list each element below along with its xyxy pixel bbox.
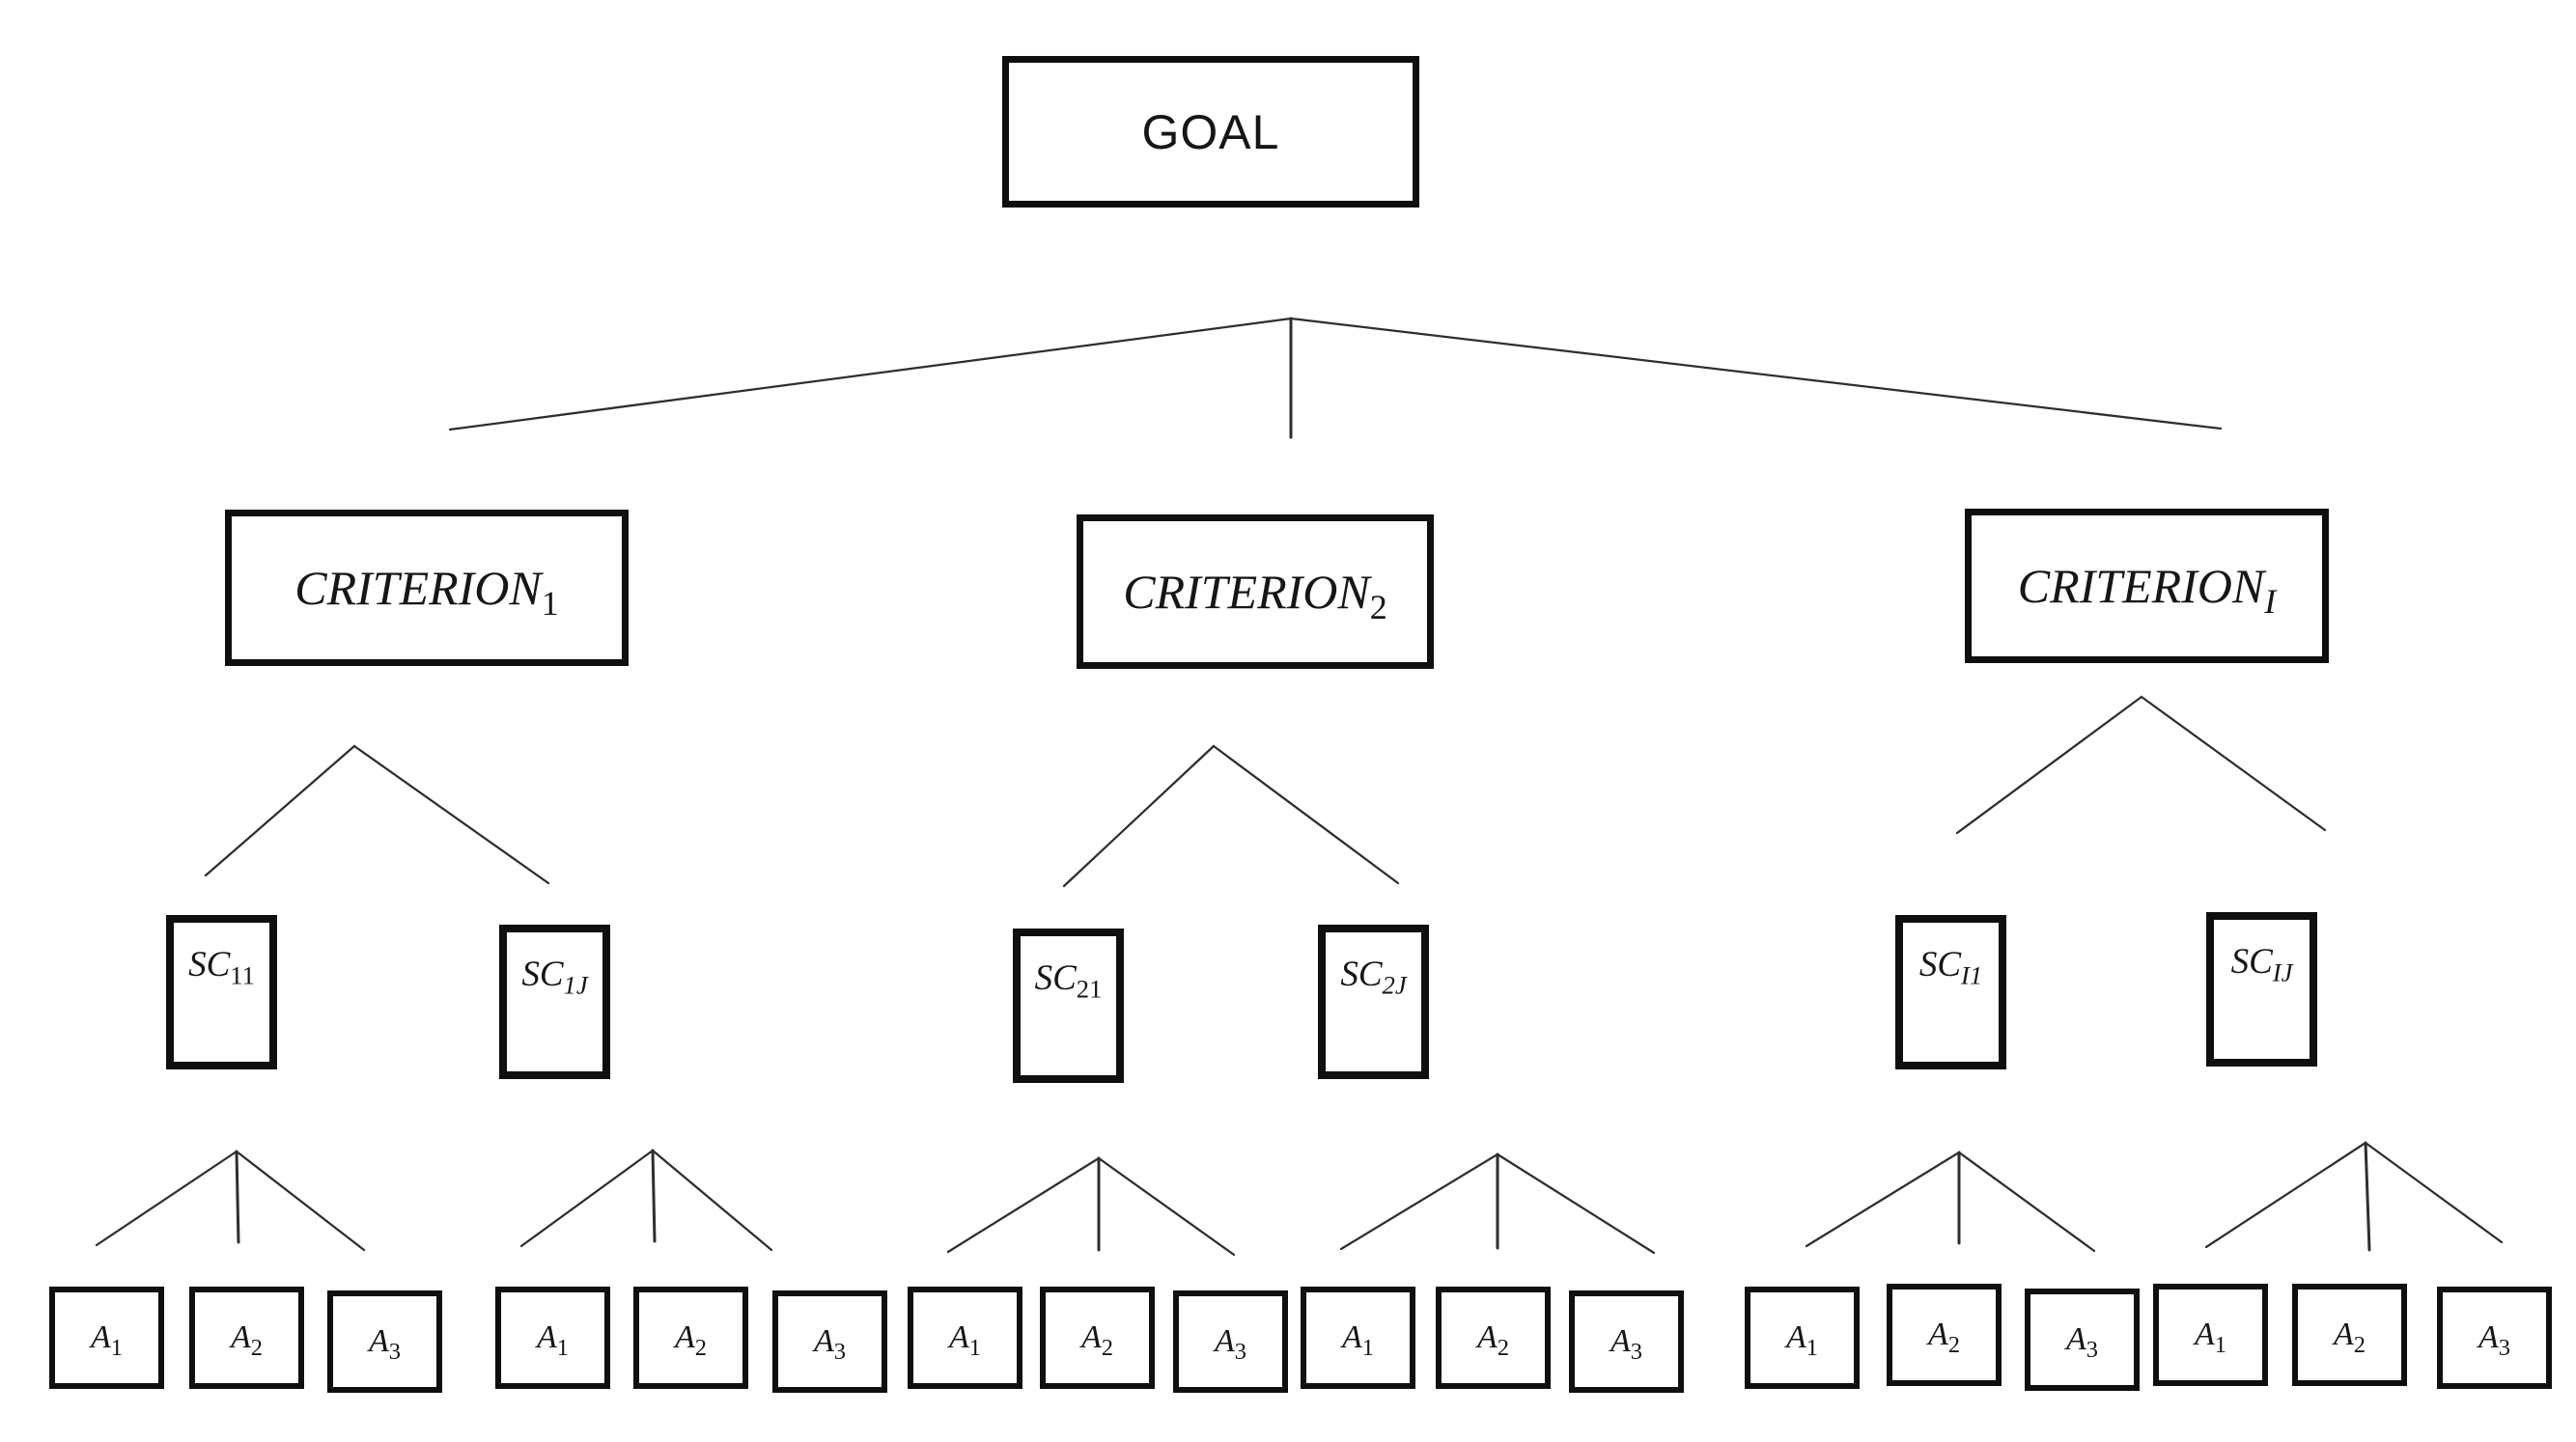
alternative-box: A3 bbox=[1569, 1290, 1684, 1393]
subcriterion-i1-box: SCI1 bbox=[1895, 915, 2006, 1069]
alternative-label: A2 bbox=[2333, 1317, 2366, 1358]
alternative-label: A1 bbox=[1341, 1319, 1374, 1361]
alternative-box: A1 bbox=[2153, 1284, 2268, 1386]
alternative-label: A2 bbox=[1927, 1317, 1960, 1358]
subcriterion-i1-label: SCI1 bbox=[1918, 945, 1983, 990]
alternative-box: A1 bbox=[908, 1287, 1022, 1389]
alternative-box: A1 bbox=[49, 1287, 164, 1389]
connector-goal-to-criteria bbox=[448, 317, 2223, 439]
subcriterion-1j-box: SC1J bbox=[499, 925, 610, 1079]
alternative-box: A2 bbox=[1436, 1287, 1551, 1389]
criterion-i-box: CRITERIONI bbox=[1965, 509, 2329, 663]
alternative-label: A3 bbox=[813, 1323, 846, 1365]
connector-sc21-to-alternatives bbox=[946, 1156, 1236, 1257]
alternative-label: A3 bbox=[2478, 1319, 2510, 1361]
alternative-box: A2 bbox=[633, 1287, 748, 1389]
alternative-box: A2 bbox=[2292, 1284, 2407, 1386]
alternative-box: A3 bbox=[1173, 1290, 1288, 1393]
goal-label: GOAL bbox=[1141, 104, 1280, 159]
connector-criterion1-to-subcriteria bbox=[204, 744, 550, 885]
criterion-1-box: CRITERION1 bbox=[225, 510, 629, 666]
connector-sci1-to-alternatives bbox=[1805, 1151, 2096, 1253]
alternative-label: A3 bbox=[1610, 1323, 1642, 1365]
subcriterion-ij-box: SCIJ bbox=[2206, 912, 2317, 1067]
alternative-label: A2 bbox=[1476, 1319, 1509, 1361]
alternative-box: A2 bbox=[189, 1287, 304, 1389]
alternative-box: A2 bbox=[1887, 1284, 2002, 1386]
subcriterion-11-label: SC11 bbox=[188, 945, 255, 990]
connector-sc1j-to-alternatives bbox=[519, 1149, 773, 1252]
alternative-box: A2 bbox=[1040, 1287, 1155, 1389]
alternative-box: A3 bbox=[327, 1290, 442, 1393]
alternative-label: A1 bbox=[1785, 1319, 1818, 1361]
alternative-label: A3 bbox=[1214, 1323, 1246, 1365]
connector-criterionI-to-subcriteria bbox=[1955, 695, 2327, 835]
subcriterion-2j-label: SC2J bbox=[1340, 955, 1407, 1000]
goal-box: GOAL bbox=[1002, 56, 1419, 208]
alternative-label: A2 bbox=[1080, 1319, 1113, 1361]
alternative-box: A3 bbox=[772, 1290, 887, 1393]
alternative-box: A3 bbox=[2437, 1287, 2552, 1389]
alternative-label: A1 bbox=[948, 1319, 981, 1361]
criterion-i-label: CRITERIONI bbox=[2017, 559, 2277, 621]
alternative-label: A1 bbox=[90, 1319, 123, 1361]
subcriterion-11-box: SC11 bbox=[166, 915, 277, 1069]
alternative-box: A1 bbox=[495, 1287, 610, 1389]
alternative-box: A1 bbox=[1745, 1287, 1860, 1389]
alternative-label: A2 bbox=[674, 1319, 707, 1361]
alternative-label: A1 bbox=[2194, 1317, 2226, 1358]
subcriterion-1j-label: SC1J bbox=[521, 955, 588, 1000]
connector-sc2j-to-alternatives bbox=[1339, 1152, 1656, 1255]
subcriterion-21-label: SC21 bbox=[1034, 958, 1103, 1004]
subcriterion-21-box: SC21 bbox=[1013, 929, 1124, 1083]
alternative-label: A1 bbox=[536, 1319, 569, 1361]
connector-scij-to-alternatives bbox=[2204, 1141, 2504, 1252]
subcriterion-ij-label: SCIJ bbox=[2230, 942, 2293, 987]
alternative-label: A3 bbox=[2065, 1321, 2098, 1363]
alternative-label: A3 bbox=[368, 1323, 401, 1365]
criterion-2-box: CRITERION2 bbox=[1077, 514, 1434, 669]
alternative-box: A1 bbox=[1301, 1287, 1415, 1389]
alternative-label: A2 bbox=[230, 1319, 263, 1361]
alternative-box: A3 bbox=[2025, 1289, 2140, 1391]
subcriterion-2j-box: SC2J bbox=[1318, 925, 1429, 1079]
criterion-1-label: CRITERION1 bbox=[294, 561, 559, 623]
criterion-2-label: CRITERION2 bbox=[1123, 565, 1387, 626]
connector-criterion2-to-subcriteria bbox=[1062, 744, 1400, 888]
connector-sc11-to-alternatives bbox=[95, 1150, 366, 1252]
